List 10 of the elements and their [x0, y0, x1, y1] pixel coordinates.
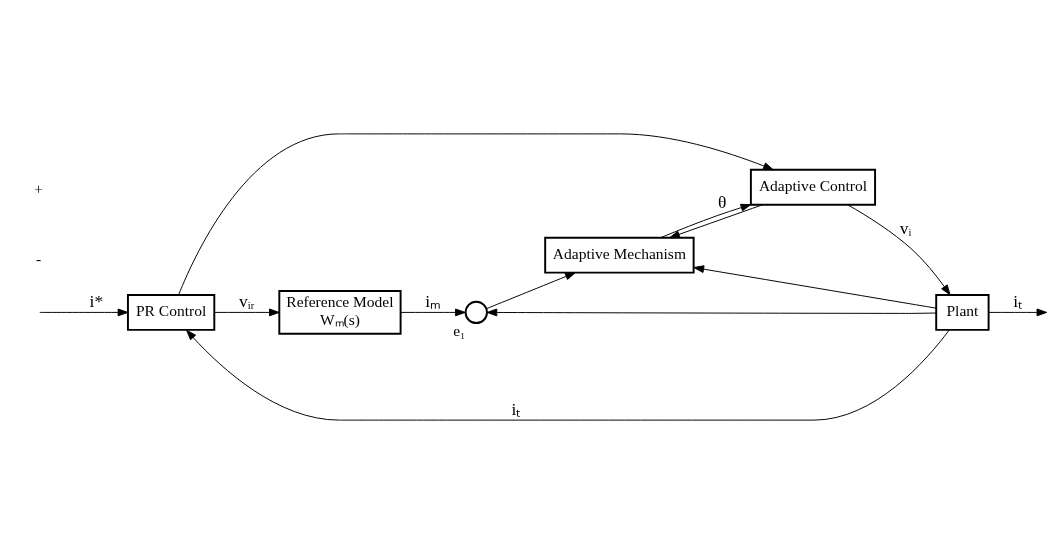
edge-label: vᵢ [899, 218, 912, 239]
edge-label: iₜ [1013, 290, 1023, 311]
node-label: e₁ [453, 321, 466, 339]
label: + [34, 179, 44, 197]
edge-label: iₘ [425, 290, 442, 311]
edge-label: iₜ [511, 398, 521, 419]
edge-label: θ [718, 192, 727, 213]
edge-label: i* [89, 290, 104, 311]
edge-label: vᵢᵣ [239, 290, 255, 311]
label: - [36, 249, 42, 267]
